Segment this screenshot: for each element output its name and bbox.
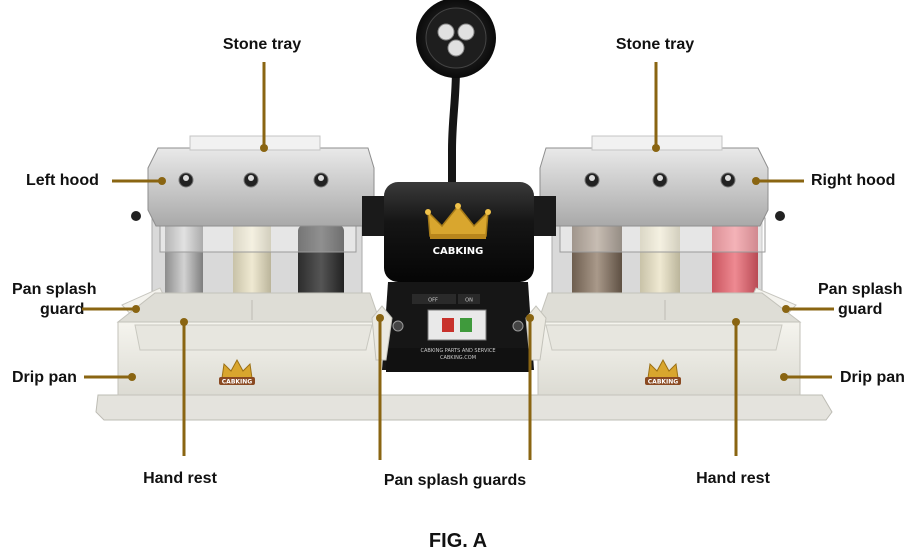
callouts: Stone tray Stone tray Left hood Right ho… [12, 36, 905, 489]
switch-off-label: OFF [428, 298, 438, 304]
left-hand-rest [134, 324, 373, 351]
right-grinding-wheels [572, 220, 758, 300]
right-hand-rest [545, 324, 783, 351]
left-stone-tray [189, 135, 321, 151]
label-stone-tray-left: Stone tray [223, 36, 301, 53]
left-pan-brand: CABKING [222, 379, 253, 386]
motor-crown-logo: CABKING [425, 203, 491, 257]
switch-pedestal: OFF ON CABKING PARTS AND SERVICE CABKING… [371, 282, 547, 372]
left-grinding-wheels [165, 220, 344, 300]
label-left-hood: Left hood [26, 172, 99, 189]
left-wheel-assembly: CABKING [116, 135, 381, 396]
label-hand-rest-left: Hand rest [143, 470, 217, 487]
motor-housing: CABKING [362, 182, 556, 282]
start-button[interactable] [460, 318, 472, 332]
plate-line-1: CABKING PARTS AND SERVICE [420, 348, 495, 354]
left-hood [131, 135, 375, 227]
figure-caption: FIG. A [429, 530, 487, 552]
left-drip-pan: CABKING [116, 287, 381, 396]
motor-brand: CABKING [433, 246, 484, 257]
label-pan-splash-guard-left-2: guard [40, 301, 84, 318]
gooseneck [448, 67, 460, 186]
base-tray [95, 394, 833, 421]
right-hood [539, 135, 785, 227]
right-pan-brand: CABKING [648, 379, 679, 386]
power-switch[interactable] [427, 309, 487, 341]
right-pan-logo: CABKING [645, 358, 681, 386]
label-drip-pan-right: Drip pan [840, 369, 905, 386]
stop-button[interactable] [442, 318, 454, 332]
label-stone-tray-right: Stone tray [616, 36, 694, 53]
label-right-hood: Right hood [811, 172, 895, 189]
label-pan-splash-guards: Pan splash guards [384, 472, 526, 489]
label-drip-pan-left: Drip pan [12, 369, 77, 386]
left-pan-logo: CABKING [219, 358, 255, 386]
right-wheel-assembly: CABKING [537, 135, 802, 396]
right-drip-pan: CABKING [537, 287, 802, 396]
label-pan-splash-guard-left-1: Pan splash [12, 281, 96, 298]
label-pan-splash-guard-right-1: Pan splash [818, 281, 902, 298]
switch-on-label: ON [465, 298, 473, 304]
plate-line-2: CABKING.COM [440, 355, 476, 361]
work-lamp [416, 0, 496, 186]
label-pan-splash-guard-right-2: guard [838, 301, 882, 318]
label-hand-rest-right: Hand rest [696, 470, 770, 487]
